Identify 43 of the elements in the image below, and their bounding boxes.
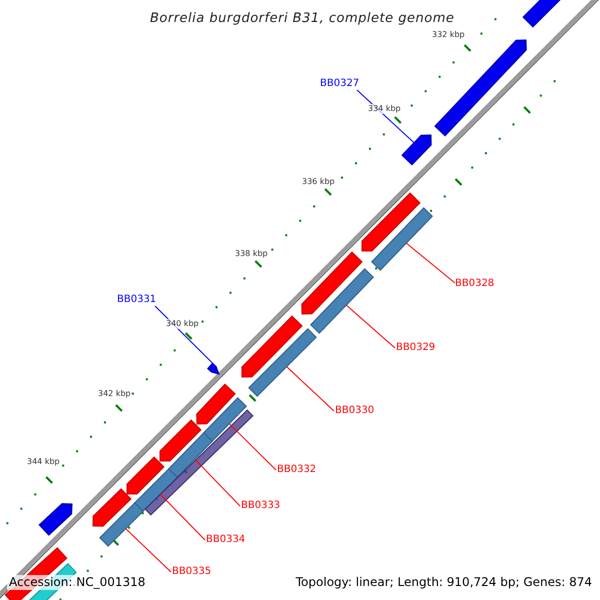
- scale-label: 334 kbp: [368, 104, 401, 114]
- cds-bar: [99, 502, 144, 547]
- leader-line: [194, 458, 240, 506]
- gene-bar: [126, 456, 165, 494]
- scale-label: 338 kbp: [235, 249, 268, 259]
- cds-bar: [168, 432, 213, 478]
- gene-label: BB0333: [241, 500, 280, 512]
- gene-label: BB0335: [172, 566, 212, 578]
- genome-title: Borrelia burgdorferi B31, complete genome: [150, 10, 454, 28]
- leader-line: [125, 528, 172, 572]
- gene-label: BB0332: [277, 464, 316, 476]
- gene-label: BB0334: [206, 534, 246, 546]
- gene-bar: [207, 362, 220, 375]
- cds-bar: [248, 328, 317, 397]
- leader-line: [228, 423, 276, 470]
- gene-bar: [160, 419, 202, 462]
- gene-bar: [301, 251, 363, 314]
- gene-bar: [38, 503, 73, 536]
- gene-bar: [362, 192, 421, 252]
- gene-label: BB0328: [455, 278, 494, 290]
- gene-bar: [434, 39, 527, 136]
- footer-text: Topology: linear; Length: 910,724 bp; Genes: 874: [294, 575, 594, 590]
- gene-bar: [196, 384, 236, 425]
- scale-label: 336 kbp: [302, 177, 335, 187]
- footer-text: Accession: NC_001318: [7, 575, 148, 590]
- leader-line: [346, 304, 396, 348]
- leader-line: [406, 242, 456, 284]
- gene-bar: [241, 315, 303, 378]
- gene-label: BB0330: [335, 405, 374, 417]
- scale-label: 342 kbp: [98, 389, 131, 399]
- cds-bar: [203, 397, 247, 442]
- gene-label: BB0329: [396, 342, 436, 354]
- leader-line: [286, 366, 334, 412]
- scale-label: 340 kbp: [166, 319, 199, 329]
- cds-bar: [371, 207, 433, 271]
- scale-label: 344 kbp: [27, 457, 60, 467]
- gene-label: BB0331: [117, 294, 156, 306]
- cds-bar: [310, 268, 374, 334]
- gene-bar: [401, 134, 432, 166]
- leader-line: [160, 494, 206, 540]
- gene-bar: [92, 488, 132, 527]
- cds-bar: [134, 468, 178, 512]
- gene-label: BB0327: [320, 78, 360, 90]
